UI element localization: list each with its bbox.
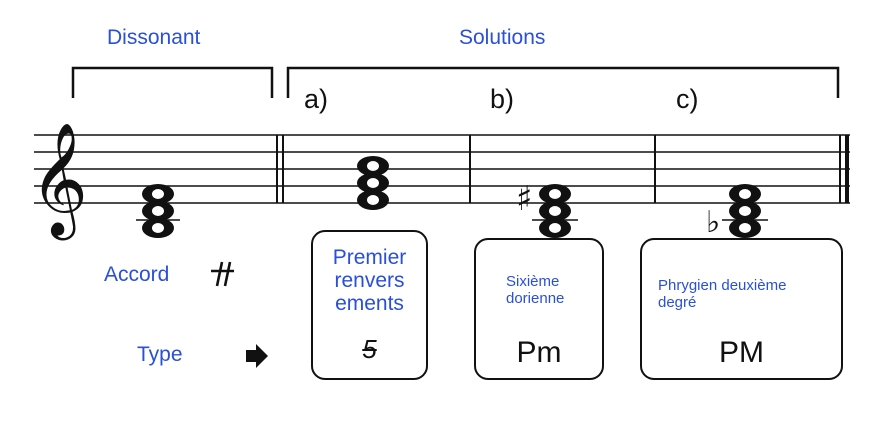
- chord-a: [357, 156, 389, 210]
- box-b-code: Pm: [516, 336, 562, 369]
- solution-box-b: Sixième dorienne Pm: [474, 238, 604, 380]
- chord-c: [722, 184, 768, 238]
- dissonant-chord: [136, 184, 180, 238]
- chord-b: [532, 184, 578, 238]
- solution-box-c: Phrygien deuxième degré PM: [640, 238, 843, 380]
- box-a-title-line: ements: [335, 292, 404, 316]
- solutions-header: Solutions: [459, 26, 546, 49]
- dissonant-bracket: [71, 66, 274, 98]
- staff-lines: [34, 134, 850, 204]
- solution-box-a: Premier renvers ements 5: [311, 230, 428, 380]
- box-a-code: 5: [313, 334, 426, 365]
- box-a-code-text: 5: [362, 334, 377, 364]
- box-c-code: PM: [719, 336, 764, 369]
- box-a-title: Premier renvers ements: [313, 246, 426, 315]
- sharp-icon: ♯: [516, 179, 532, 219]
- final-bar-icon: [839, 135, 849, 203]
- solution-a-label: a): [304, 84, 329, 114]
- accord-label: Accord: [104, 263, 170, 286]
- box-c-title-line: Phrygien deuxième: [658, 277, 787, 294]
- type-label: Type: [137, 343, 183, 366]
- treble-clef-icon: 𝄞: [30, 122, 88, 241]
- solution-c-label: c): [676, 84, 699, 114]
- box-c-title-line: degré: [658, 293, 697, 311]
- solutions-bracket: [286, 66, 840, 98]
- flat-icon: ♭: [706, 205, 720, 240]
- box-b-title-line: Sixième: [506, 273, 560, 290]
- arrow-right-icon: [246, 344, 268, 368]
- dissonant-header: Dissonant: [107, 26, 201, 49]
- box-a-title-line: renvers: [334, 269, 405, 293]
- solution-b-label: b): [490, 84, 515, 114]
- box-a-title-line: Premier: [332, 246, 407, 269]
- double-bar-icon: [276, 135, 284, 203]
- accord-mark-icon: [211, 261, 234, 287]
- box-b-title-line: dorienne: [506, 289, 565, 307]
- box-b-title: Sixième dorienne: [506, 273, 565, 307]
- box-c-title: Phrygien deuxième degré: [658, 277, 787, 311]
